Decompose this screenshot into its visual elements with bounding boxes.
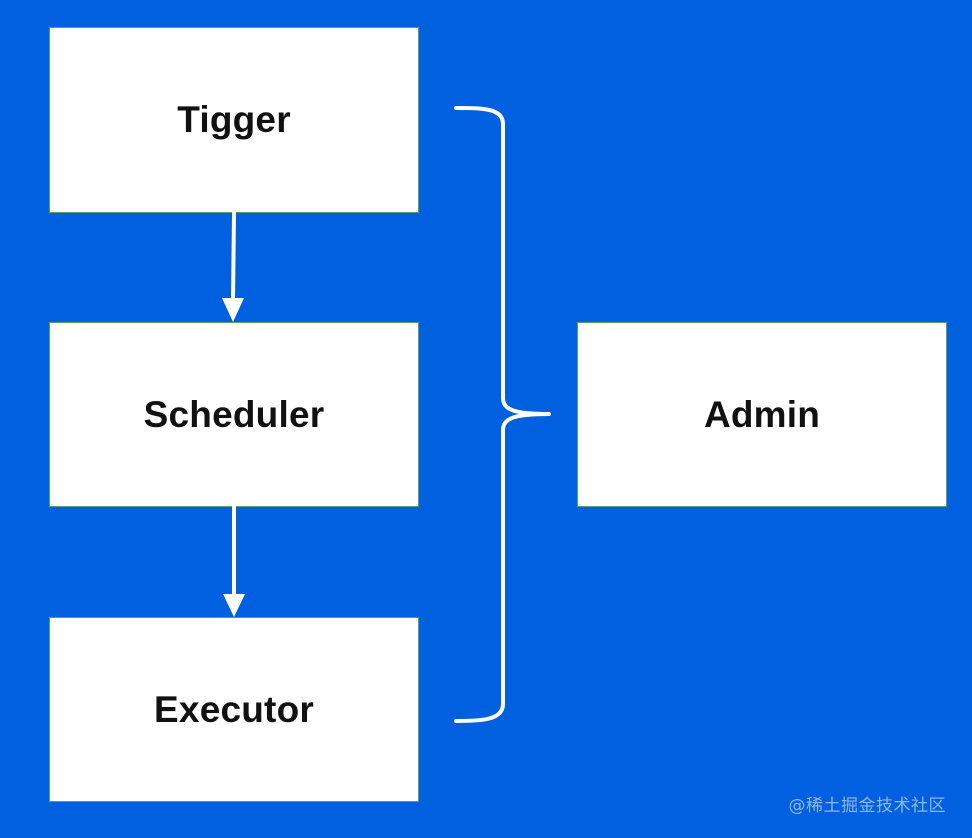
watermark: @稀土掘金技术社区 xyxy=(788,796,946,816)
grouping-brace xyxy=(454,106,551,723)
admin-node: Admin xyxy=(577,322,947,507)
scheduler-node: Scheduler xyxy=(49,322,419,507)
executor-node: Executor xyxy=(49,617,419,802)
executor-label: Executor xyxy=(154,688,314,730)
scheduler-label: Scheduler xyxy=(143,393,325,435)
admin-label: Admin xyxy=(703,393,821,435)
arrow-scheduler-to-executor xyxy=(223,505,245,617)
arrow-trigger-to-scheduler xyxy=(222,211,244,322)
trigger-label: Tigger xyxy=(177,99,291,140)
trigger-node: Tigger xyxy=(49,27,419,213)
